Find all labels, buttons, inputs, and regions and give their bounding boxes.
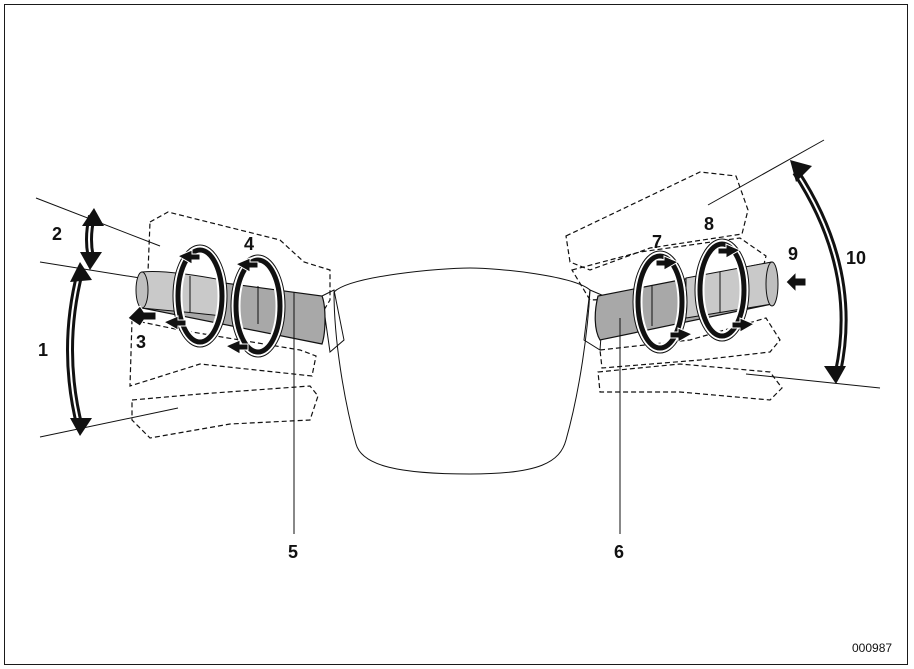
- left-ghost-lower: [131, 385, 319, 439]
- diagram-frame: [4, 4, 908, 665]
- label-1: 1: [38, 340, 48, 360]
- right-ref-line-bottom: [745, 373, 881, 389]
- right-telescope-arrow: [785, 270, 807, 294]
- left-clamp-ring-inner: [230, 254, 286, 358]
- left-rotate-arrow-3: [162, 315, 187, 331]
- label-2: 2: [52, 224, 62, 244]
- left-tilt-arrow-small: [80, 208, 104, 270]
- right-ghost-lower: [599, 317, 781, 369]
- left-rotate-arrow-1: [176, 249, 201, 265]
- right-clamp-ring-inner: [632, 250, 688, 354]
- right-ghost-bottom: [597, 363, 783, 401]
- label-9: 9: [788, 244, 798, 264]
- left-rotate-arrow-2: [234, 257, 259, 273]
- label-6: 6: [614, 542, 624, 562]
- steering-hub: [333, 267, 591, 475]
- left-telescope-arrow: [127, 305, 157, 327]
- right-rotate-arrow-2: [717, 243, 742, 259]
- label-4: 4: [244, 234, 254, 254]
- right-clamp-ring-outer: [694, 238, 750, 342]
- right-ref-line-top: [707, 139, 825, 206]
- label-7: 7: [652, 232, 662, 252]
- left-ghost-upper: [147, 211, 331, 321]
- right-rotate-arrow-4: [731, 317, 756, 333]
- reference-code: 000987: [852, 641, 892, 655]
- label-8: 8: [704, 214, 714, 234]
- left-steering-column: [135, 271, 326, 345]
- right-ghost-upper: [565, 171, 749, 271]
- label-3: 3: [136, 332, 146, 352]
- right-rotate-arrow-1: [655, 255, 680, 271]
- left-rotate-arrow-4: [224, 339, 249, 355]
- left-tilt-arrow-large: [66, 262, 92, 436]
- label-5: 5: [288, 542, 298, 562]
- right-rotate-arrow-3: [669, 327, 694, 343]
- label-10: 10: [846, 248, 866, 268]
- left-clamp-ring-outer: [172, 244, 228, 348]
- right-tilt-arrow-large: [790, 160, 848, 384]
- left-ref-line-bottom: [39, 407, 179, 438]
